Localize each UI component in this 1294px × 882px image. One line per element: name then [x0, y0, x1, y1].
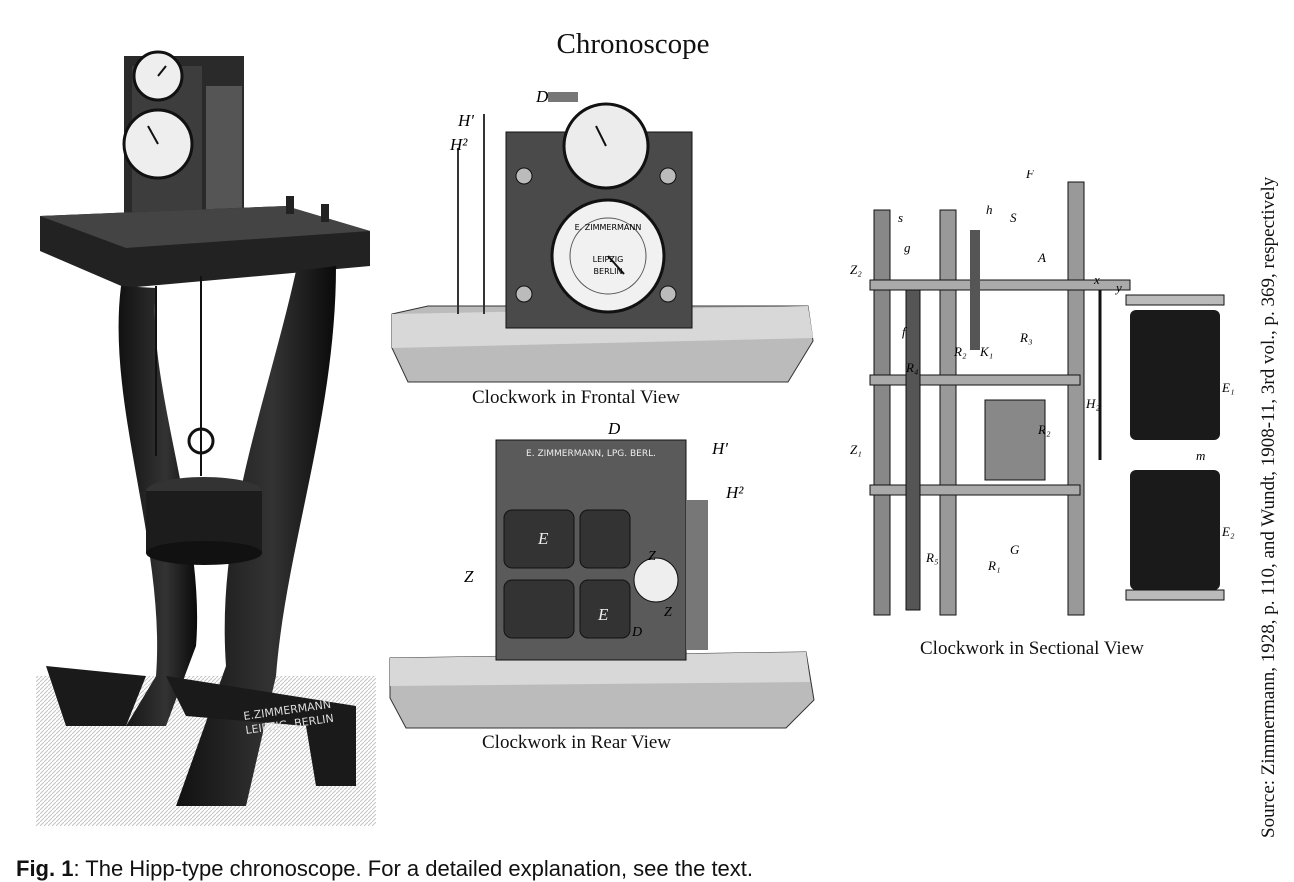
sect-label-h2: H₂: [1085, 396, 1100, 411]
stand-illustration: E.ZIMMERMANN LEIPZIG. BERLIN: [36, 50, 376, 826]
sect-label-e2: E₂: [1221, 524, 1235, 539]
rear-label-d2: D: [631, 625, 642, 640]
sect-label-a: A: [1037, 250, 1046, 265]
sect-label-y: y: [1114, 280, 1122, 295]
frontal-dial-city2: BERLIN: [594, 267, 623, 276]
sect-label-f2: f: [902, 324, 908, 339]
frontal-dial-maker: E. ZIMMERMANN: [575, 223, 642, 232]
rear-label-d: D: [607, 420, 621, 438]
frontal-label-d: D: [535, 87, 549, 106]
figure-caption: Fig. 1: The Hipp-type chronoscope. For a…: [16, 856, 753, 882]
frontal-label-h1: H': [457, 111, 474, 130]
sect-label-s: S: [1010, 210, 1017, 225]
sect-label-r1: R₁: [987, 558, 1000, 573]
rear-label-z1: Z: [464, 567, 474, 586]
sectional-illustration: F S h s g A Z₂ R₂ K₁ R₃ R₄ x y E₁ H₂ R₂ …: [850, 170, 1235, 616]
sect-label-g: g: [904, 240, 911, 255]
frontal-dial-city1: LEIPZIG: [593, 255, 624, 264]
figure-title: Chronoscope: [556, 28, 710, 60]
sect-label-r2a: R₂: [953, 344, 967, 359]
rear-view-image: D H' H² E E Z Z Z D E. ZIMMERMANN, LPG. …: [386, 420, 816, 730]
rear-label-e2: E: [597, 605, 609, 624]
sect-label-m: m: [1196, 448, 1205, 463]
sect-label-e1: E₁: [1221, 380, 1234, 395]
rear-label-e1: E: [537, 529, 549, 548]
rear-label-h2: H²: [725, 483, 744, 502]
sectional-view-caption: Clockwork in Sectional View: [920, 638, 1144, 659]
rear-view-caption: Clockwork in Rear View: [482, 732, 671, 753]
sect-label-h: h: [986, 202, 993, 217]
chronoscope-stand-image: E.ZIMMERMANN LEIPZIG. BERLIN: [36, 26, 376, 826]
sect-label-z1: Z₁: [850, 442, 862, 457]
frontal-illustration: D H' H² E. ZIMMERMANN LEIPZIG BERLIN: [391, 87, 814, 383]
rear-plate-text: E. ZIMMERMANN, LPG. BERL.: [526, 449, 656, 459]
sect-label-x: x: [1093, 272, 1100, 287]
frontal-view-caption: Clockwork in Frontal View: [472, 387, 681, 408]
sect-label-r2b: R₂: [1037, 422, 1051, 437]
sect-label-z2: Z₂: [850, 262, 862, 277]
sect-label-r5: R₅: [925, 550, 938, 565]
sect-label-f: F: [1025, 170, 1035, 181]
rear-label-h1: H': [711, 439, 728, 458]
figure-caption-text: : The Hipp-type chronoscope. For a detai…: [73, 856, 754, 881]
sect-label-k1: K₁: [979, 344, 993, 359]
sect-label-r4: R₄: [905, 360, 919, 375]
sect-label-r3: R₃: [1019, 330, 1032, 345]
frontal-label-h2: H²: [449, 135, 468, 154]
figure-caption-label: Fig. 1: [16, 856, 74, 881]
sect-label-s2: s: [898, 210, 903, 225]
frontal-view-image: D H' H² E. ZIMMERMANN LEIPZIG BERLIN: [388, 86, 818, 386]
source-note: Source: Zimmermann, 1928, p. 110, and Wu…: [1258, 176, 1279, 838]
sectional-view-image: F S h s g A Z₂ R₂ K₁ R₃ R₄ x y E₁ H₂ R₂ …: [830, 170, 1250, 630]
rear-label-z2: Z: [648, 549, 656, 564]
rear-label-z3: Z: [664, 605, 672, 620]
rear-illustration: D H' H² E E Z Z Z D E. ZIMMERMANN, LPG. …: [389, 420, 815, 729]
sect-label-g2: G: [1010, 542, 1020, 557]
